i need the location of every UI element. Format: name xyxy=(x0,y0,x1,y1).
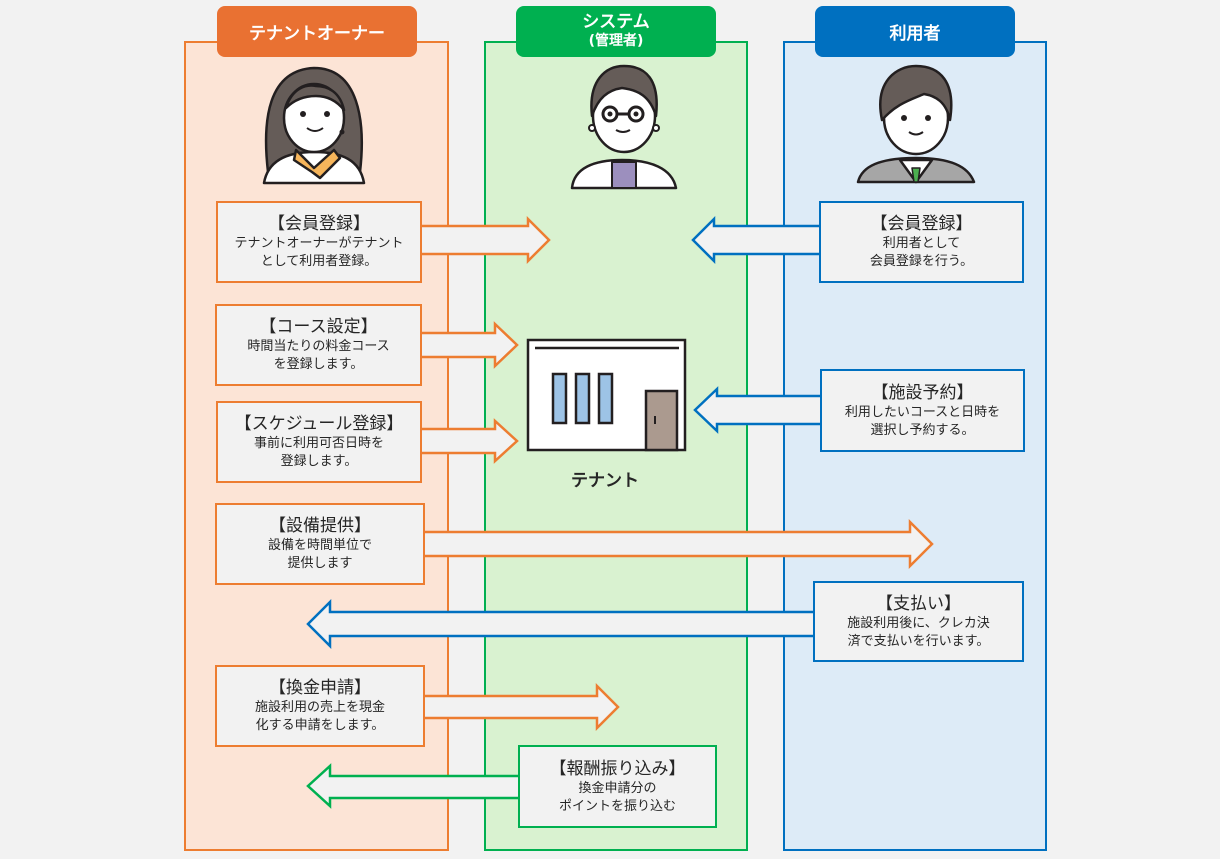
arrow-cash-out-request xyxy=(421,682,620,732)
arrow-schedule-registration xyxy=(418,418,519,464)
arrow-member-registration-user xyxy=(691,215,824,265)
step-title: 【換金申請】 xyxy=(269,678,371,698)
step-desc-line: 換金申請分の xyxy=(578,780,657,796)
step-box-user-member-registration: 【会員登録】 利用者として 会員登録を行う。 xyxy=(819,201,1024,283)
arrow-payment xyxy=(306,598,822,650)
arrow-course-setting xyxy=(418,321,519,369)
user-avatar-icon xyxy=(856,64,976,184)
step-box-reward-transfer: 【報酬振り込み】 換金申請分の ポイントを振り込む xyxy=(518,745,717,828)
arrow-facility-reservation xyxy=(693,386,824,434)
step-title: 【支払い】 xyxy=(876,593,961,614)
step-box-equipment-provision: 【設備提供】 設備を時間単位で 提供します xyxy=(215,503,425,585)
step-box-course-setting: 【コース設定】 時間当たりの料金コース を登録します。 xyxy=(215,304,422,386)
step-desc-line: 選択し予約する。 xyxy=(870,422,975,438)
arrow-equipment-provision xyxy=(421,518,934,570)
step-title: 【会員登録】 xyxy=(268,214,370,234)
step-desc-line: 事前に利用可否日時を xyxy=(253,436,384,451)
step-desc-line: ポイントを振り込む xyxy=(558,798,676,814)
lane-header-system: システム (管理者) xyxy=(516,6,716,57)
lane-title: 利用者 xyxy=(889,24,941,44)
step-title: 【設備提供】 xyxy=(269,516,371,536)
step-box-schedule-registration: 【スケジュール登録】 事前に利用可否日時を 登録します。 xyxy=(216,401,422,483)
step-desc-line: 時間当たりの料金コース xyxy=(247,339,390,354)
step-box-owner-member-registration: 【会員登録】 テナントオーナーがテナント として利用者登録。 xyxy=(216,201,422,283)
step-title: 【コース設定】 xyxy=(259,317,378,337)
step-desc-line: 済で支払いを行います。 xyxy=(847,633,990,649)
lane-header-tenant-owner: テナントオーナー xyxy=(217,6,417,57)
step-title: 【会員登録】 xyxy=(870,214,973,234)
step-desc-line: 利用したいコースと日時を xyxy=(844,404,1001,420)
lane-subtitle: (管理者) xyxy=(588,32,644,49)
step-desc-line: を登録します。 xyxy=(273,357,364,372)
system-admin-avatar-icon xyxy=(570,64,678,190)
tenant-label: テナント xyxy=(571,471,639,491)
step-title: 【施設予約】 xyxy=(871,382,974,403)
tenant-owner-avatar-icon xyxy=(262,66,366,185)
step-desc-line: 登録します。 xyxy=(280,454,358,469)
step-title: 【報酬振り込み】 xyxy=(549,758,686,779)
step-box-payment: 【支払い】 施設利用後に、クレカ決 済で支払いを行います。 xyxy=(813,581,1024,662)
step-title: 【スケジュール登録】 xyxy=(234,414,404,434)
step-desc-line: 化する申請をします。 xyxy=(255,718,385,733)
step-desc-line: 提供します xyxy=(287,556,353,571)
step-desc-line: 利用者として xyxy=(882,236,961,251)
lane-title: システム xyxy=(582,11,650,32)
step-box-facility-reservation: 【施設予約】 利用したいコースと日時を 選択し予約する。 xyxy=(820,369,1025,452)
arrow-reward-transfer xyxy=(306,763,522,809)
step-desc-line: テナントオーナーがテナント xyxy=(234,236,404,251)
arrow-member-registration-owner xyxy=(418,215,551,265)
building-icon xyxy=(526,338,687,452)
step-desc-line: 設備を時間単位で xyxy=(267,538,372,553)
step-box-cash-out-request: 【換金申請】 施設利用の売上を現金 化する申請をします。 xyxy=(215,665,425,747)
step-desc-line: 会員登録を行う。 xyxy=(869,254,974,269)
step-desc-line: として利用者登録。 xyxy=(260,254,378,269)
lane-title: テナントオーナー xyxy=(249,24,385,44)
step-desc-line: 施設利用の売上を現金 xyxy=(254,700,385,715)
step-desc-line: 施設利用後に、クレカ決 xyxy=(847,615,990,631)
lane-header-user: 利用者 xyxy=(815,6,1015,57)
